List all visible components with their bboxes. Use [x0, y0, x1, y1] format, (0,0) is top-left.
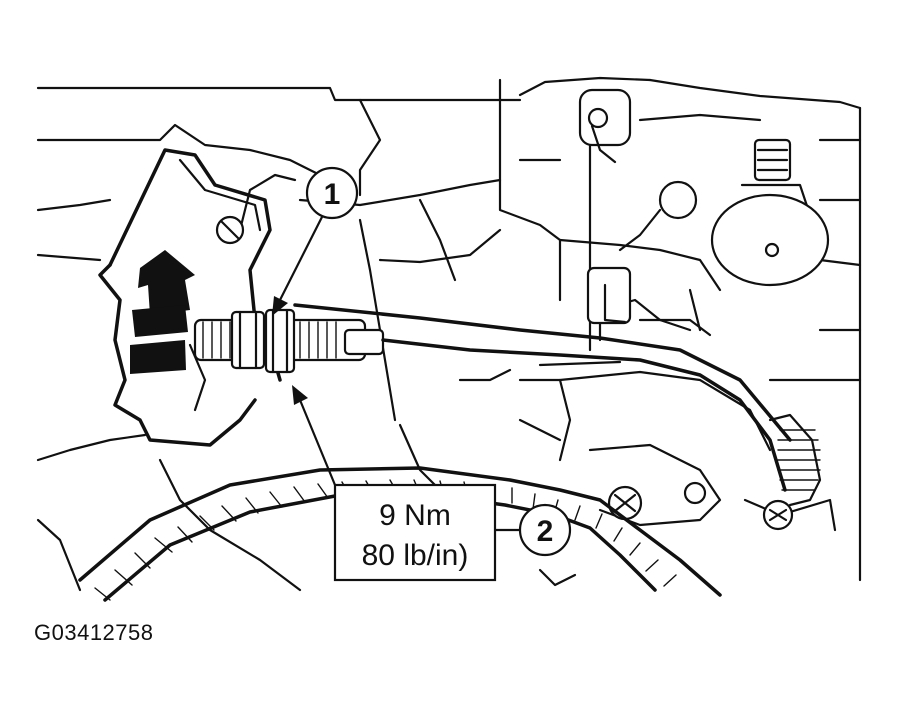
torque-spec-imperial: 80 lb/in) — [362, 539, 469, 572]
torque-spec-metric: 9 Nm — [379, 499, 451, 532]
background-outlines — [36, 76, 862, 592]
callout-2-label: 2 — [537, 515, 554, 548]
torque-spec-box: 9 Nm 80 lb/in) — [333, 483, 497, 582]
cable-threaded-end — [193, 308, 385, 374]
sensor-connector — [578, 88, 830, 287]
callout-1-label: 1 — [324, 178, 341, 211]
callout-2: 2 — [518, 503, 572, 557]
cable-bracket — [98, 148, 282, 447]
figure-id-label: G03412758 — [34, 620, 154, 645]
shift-cable — [293, 266, 792, 492]
adjustment-direction-arrow — [130, 250, 195, 374]
callout-leaders — [272, 213, 522, 532]
wiring-harness — [78, 466, 722, 602]
callout-1: 1 — [305, 166, 359, 220]
shift-lever-spring — [743, 413, 837, 532]
jam-nut-1 — [230, 310, 266, 370]
jam-nut-2 — [264, 308, 296, 374]
